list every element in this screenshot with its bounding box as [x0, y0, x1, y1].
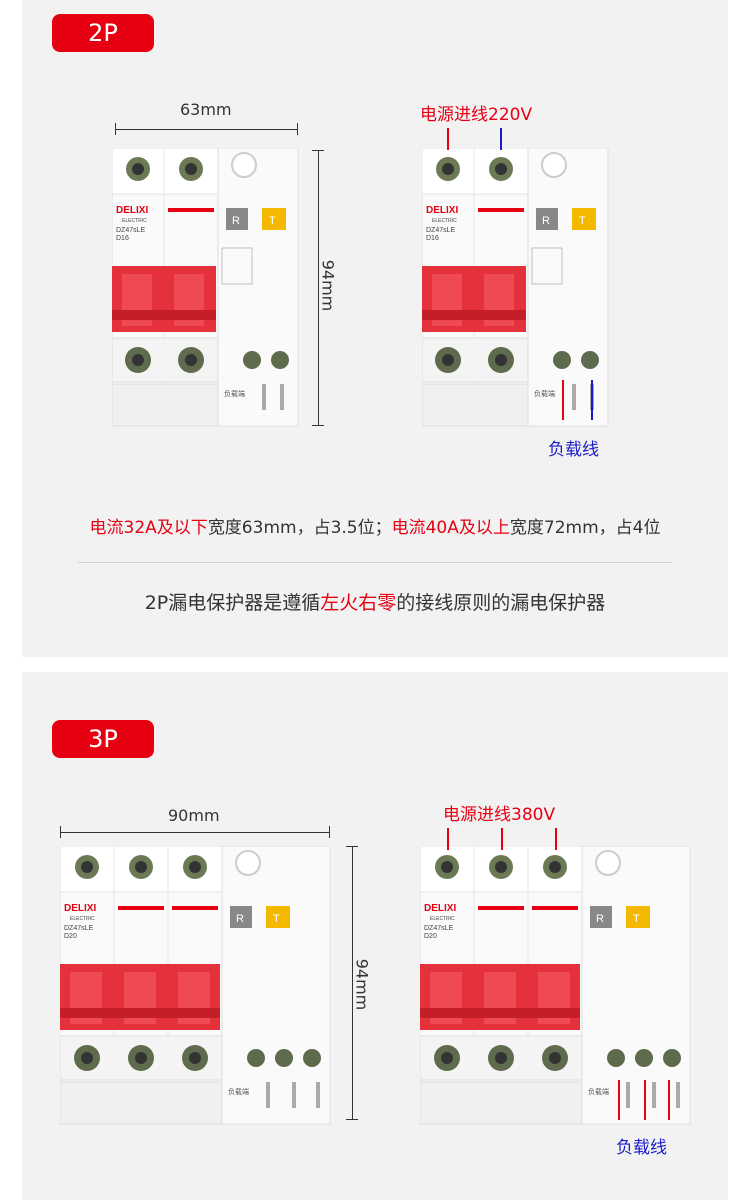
height-dimension-line	[312, 150, 324, 426]
principle-prefix: 2P漏电保护器是遵循	[144, 592, 321, 614]
svg-text:DELIXI: DELIXI	[426, 205, 458, 216]
svg-text:DZ47sLE: DZ47sLE	[426, 227, 456, 234]
badge-2p: 2P	[52, 14, 154, 52]
svg-text:DELIXI: DELIXI	[424, 903, 456, 914]
svg-text:负载端: 负载端	[534, 389, 555, 398]
live-wire-out	[562, 380, 564, 420]
live-wire-in	[447, 128, 449, 150]
note-width-low: 宽度63mm，占3.5位；	[207, 518, 392, 538]
phase-c-wire-in	[555, 828, 557, 850]
note-width-high: 宽度72mm，占4位	[509, 518, 661, 538]
svg-text:R: R	[542, 215, 550, 227]
neutral-wire-in	[500, 128, 502, 150]
svg-text:负载端: 负载端	[224, 389, 245, 398]
svg-text:负载端: 负载端	[588, 1087, 609, 1096]
svg-text:R: R	[232, 215, 240, 227]
svg-text:ELECTRIC: ELECTRIC	[70, 916, 95, 922]
phase-a-wire-in	[447, 828, 449, 850]
svg-text:ELECTRIC: ELECTRIC	[122, 218, 147, 224]
svg-text:T: T	[633, 913, 640, 925]
supply-label-380v: 电源进线380V	[443, 805, 556, 825]
width-dimension-label: 63mm	[180, 100, 232, 119]
phase-a-wire-out	[618, 1080, 620, 1120]
height-dimension-line-3p	[346, 846, 358, 1120]
svg-text:D16: D16	[426, 235, 439, 242]
principle-highlight: 左火右零	[320, 592, 397, 614]
svg-text:D20: D20	[64, 933, 77, 940]
current-width-note: 电流32A及以下宽度63mm，占3.5位；电流40A及以上宽度72mm，占4位	[0, 513, 750, 538]
width-dimension-line-3p	[60, 826, 330, 838]
svg-text:ELECTRIC: ELECTRIC	[432, 218, 457, 224]
height-dimension-label-3p: 94mm	[352, 958, 372, 1011]
principle-suffix: 的接线原则的漏电保护器	[396, 592, 606, 614]
svg-text:DZ47sLE: DZ47sLE	[424, 925, 454, 932]
note-current-high: 电流40A及以上	[391, 518, 510, 538]
svg-text:T: T	[579, 215, 586, 227]
neutral-wire-out	[591, 380, 593, 420]
svg-text:DZ47sLE: DZ47sLE	[116, 227, 146, 234]
svg-text:DELIXI: DELIXI	[116, 205, 148, 216]
svg-text:D16: D16	[116, 235, 129, 242]
rcbo-3p-front-image: DELIXI ELECTRIC DZ47sLE D20 R T 负载端	[60, 846, 331, 1125]
badge-3p: 3P	[52, 720, 154, 758]
svg-text:T: T	[269, 215, 276, 227]
svg-text:R: R	[596, 913, 604, 925]
note-current-low: 电流32A及以下	[89, 518, 208, 538]
rcbo-2p-front-image: DELIXI ELECTRIC DZ47sLE D16 R T 负载端	[112, 148, 299, 427]
phase-b-wire-out	[644, 1080, 646, 1120]
width-dimension-label-3p: 90mm	[168, 806, 220, 825]
wiring-principle: 2P漏电保护器是遵循左火右零的接线原则的漏电保护器	[0, 588, 750, 615]
supply-label-220v: 电源进线220V	[420, 105, 533, 125]
load-label-2p: 负载线	[548, 440, 599, 460]
svg-text:T: T	[273, 913, 280, 925]
load-label-3p: 负载线	[616, 1138, 667, 1158]
height-dimension-label: 94mm	[318, 259, 338, 312]
svg-text:ELECTRIC: ELECTRIC	[430, 916, 455, 922]
width-dimension-line	[115, 123, 298, 135]
svg-text:DZ47sLE: DZ47sLE	[64, 925, 94, 932]
svg-text:DELIXI: DELIXI	[64, 903, 96, 914]
phase-b-wire-in	[501, 828, 503, 850]
rcbo-2p-wiring-image: DELIXI ELECTRIC DZ47sLE D16 R T 负载端	[422, 148, 609, 427]
phase-c-wire-out	[668, 1080, 670, 1120]
svg-text:D20: D20	[424, 933, 437, 940]
svg-text:负载端: 负载端	[228, 1087, 249, 1096]
svg-text:R: R	[236, 913, 244, 925]
rcbo-3p-wiring-image: DELIXI ELECTRIC DZ47sLE D20 R T 负载端	[420, 846, 691, 1125]
divider	[78, 562, 672, 563]
